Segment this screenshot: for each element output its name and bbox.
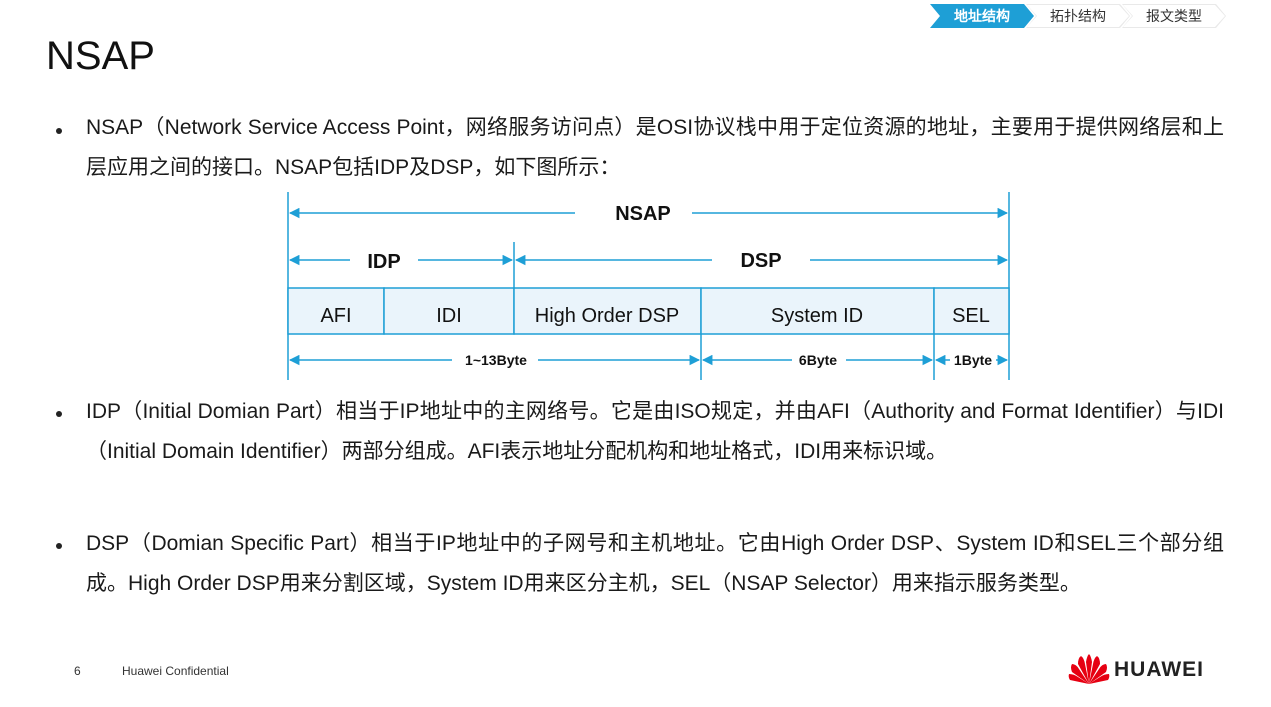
page-number: 6 (74, 664, 81, 678)
field-high-order-dsp-label: High Order DSP (535, 305, 680, 327)
breadcrumb-label: 拓扑结构 (1050, 8, 1106, 24)
field-idi-box (383, 287, 515, 335)
bullet-dsp-definition: DSP（Domian Specific Part）相当于IP地址中的子网号和主机… (86, 532, 1224, 595)
huawei-wordmark: HUAWEI (1114, 658, 1204, 681)
len-idp-label: 1~13Byte (465, 352, 527, 368)
len-sel-label: 1Byte (954, 352, 992, 368)
breadcrumb-item-topology[interactable]: 拓扑结构 (1026, 4, 1130, 28)
idp-label: IDP (367, 251, 400, 273)
breadcrumb-item-address-structure[interactable]: 地址结构 (930, 4, 1034, 28)
len-system-id-label: 6Byte (799, 352, 837, 368)
field-afi-box (287, 287, 385, 335)
field-afi-label: AFI (320, 305, 351, 327)
huawei-flower-icon (1068, 654, 1110, 684)
nsap-label: NSAP (615, 203, 671, 225)
bullet-nsap-definition: NSAP（Network Service Access Point，网络服务访问… (86, 116, 1224, 179)
dsp-label: DSP (740, 250, 781, 272)
bullet-dot (56, 543, 62, 549)
field-system-id-label: System ID (771, 305, 863, 327)
bullet-dot (56, 411, 62, 417)
field-sel-box (933, 287, 1010, 335)
bullet-idp-definition: IDP（Initial Domian Part）相当于IP地址中的主网络号。它是… (86, 400, 1224, 463)
bullet-dot (56, 128, 62, 134)
confidential-label: Huawei Confidential (122, 664, 229, 678)
field-idi-label: IDI (436, 305, 462, 327)
field-sel-label: SEL (952, 305, 990, 327)
breadcrumb-label: 地址结构 (954, 8, 1010, 24)
breadcrumb-label: 报文类型 (1146, 8, 1202, 24)
huawei-logo: HUAWEI (1068, 652, 1208, 688)
breadcrumb-item-packet-type[interactable]: 报文类型 (1122, 4, 1226, 28)
field-system-id-box (700, 287, 935, 335)
page-title: NSAP (46, 34, 155, 78)
